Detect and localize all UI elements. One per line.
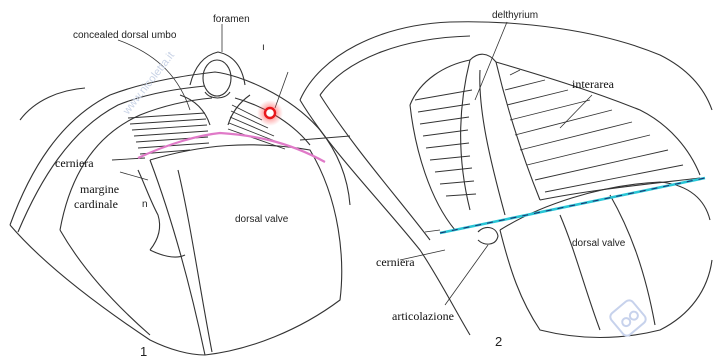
label-articolazione: articolazione [392,309,454,323]
label-delthyrium: delthyrium [492,10,538,21]
label-cardinale: cardinale [74,197,118,211]
wb-logo-icon [608,298,647,337]
label-dorsal-valve-1: dorsal valve [235,214,289,225]
label-concealed-dorsal-umbo: concealed dorsal umbo [73,30,177,41]
label-dorsal-valve-2: dorsal valve [572,238,626,249]
label-margine: margine [80,182,119,196]
label-interarea: interarea [572,77,615,91]
figure-number-1: 1 [140,344,147,359]
label-n-mark: n [142,199,148,210]
label-cerniera-1: cerniera [55,156,94,170]
figure-number-2: 2 [495,334,502,349]
interarea-hatching-left-2 [415,90,476,196]
interarea-hatching-left [128,113,209,154]
figure-1-drawing [10,24,350,355]
watermark-text: www.nicoletta.it [120,50,177,118]
figure-2-drawing [300,22,712,338]
red-marker-icon [257,100,283,126]
label-tick-mark: ı [262,42,265,53]
label-foramen: foramen [213,14,250,25]
label-cerniera-2: cerniera [376,255,415,269]
